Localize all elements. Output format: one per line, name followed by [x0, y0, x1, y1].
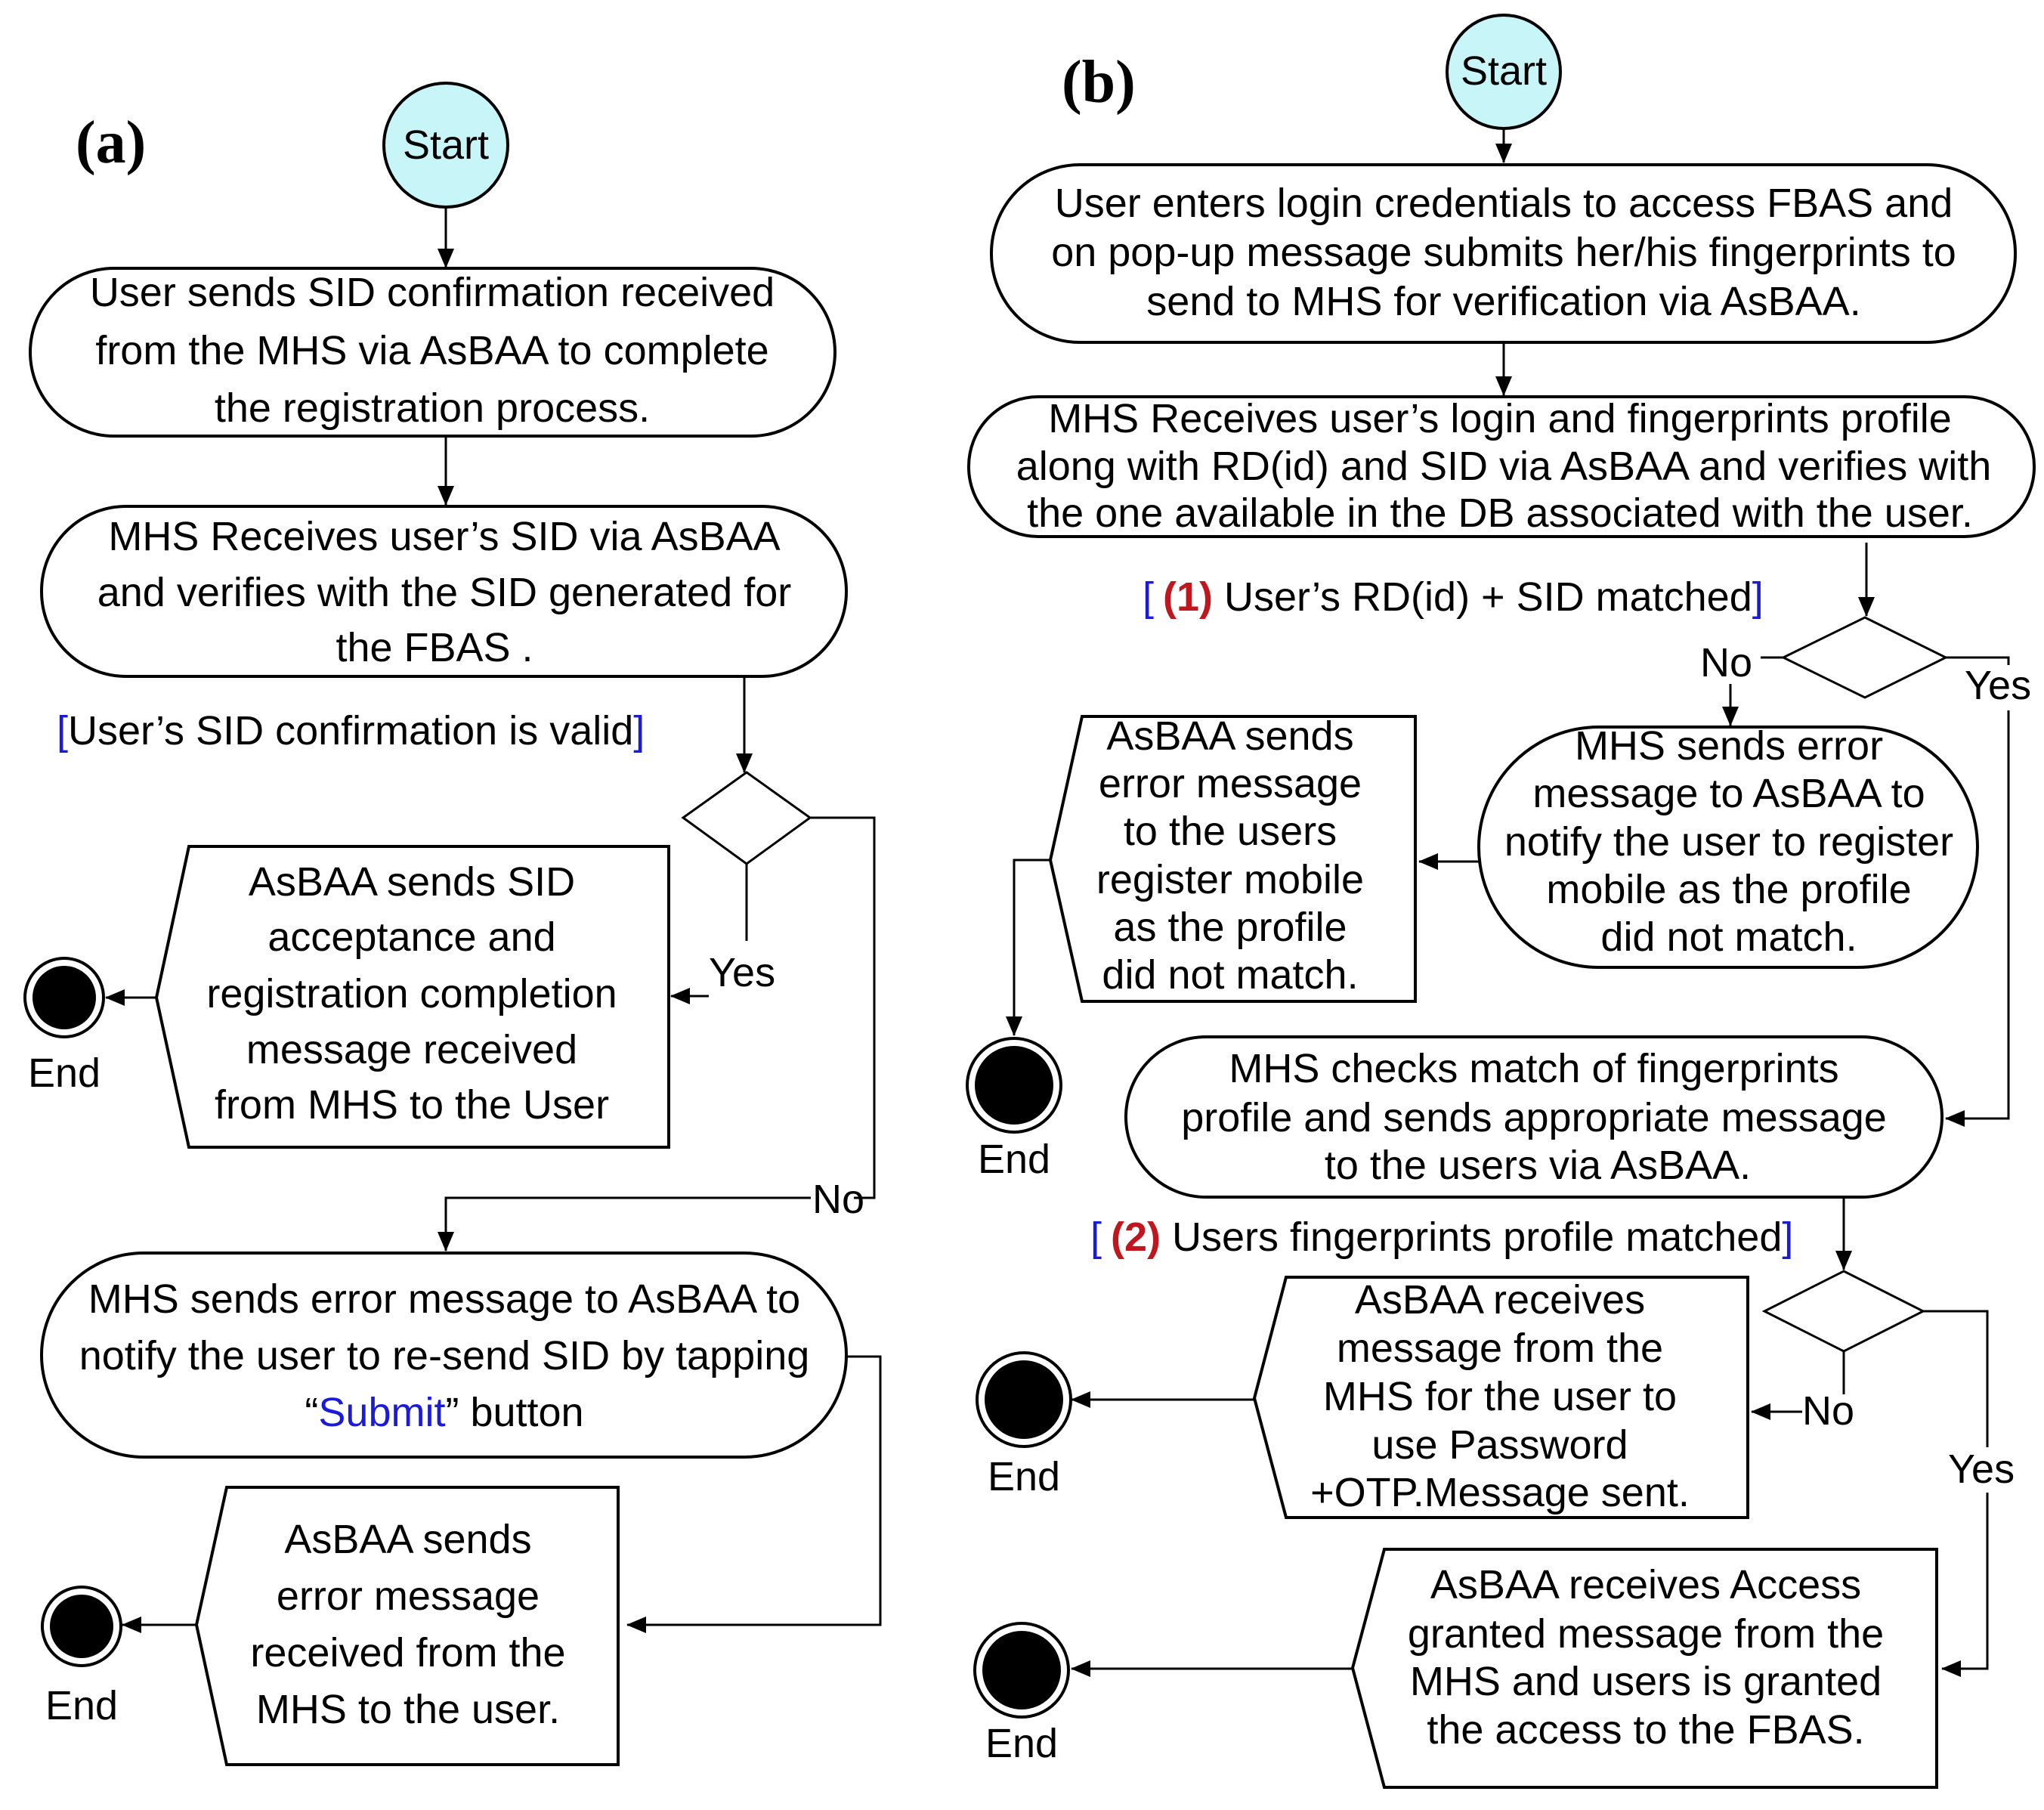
panel-b-no1-label: No [1700, 640, 1752, 685]
panel-b-end-node-1: End [966, 1037, 1062, 1182]
panel-b-guard2: [(2) Users fingerprints profile matched] [1090, 1214, 1793, 1260]
panel-b-error-line5: did not match. [1600, 914, 1857, 960]
panel-a-no-branch-line [810, 816, 876, 1199]
panel-b-granted-line1: AsBAA receives Access [1430, 1562, 1861, 1607]
panel-a-end1-label: End [28, 1050, 100, 1096]
panel-a-decision [681, 771, 812, 865]
panel-b-yes1-label: Yes [1965, 663, 2031, 708]
panel-a-end-node-2: End [41, 1586, 122, 1728]
panel-b-password-line2: message from the [1337, 1326, 1663, 1371]
panel-b-check-line1: MHS checks match of fingerprints [1229, 1046, 1838, 1091]
panel-b-granted-line3: MHS and users is granted [1410, 1659, 1882, 1704]
panel-a-start-label: Start [403, 122, 489, 168]
panel-b-password-line1: AsBAA receives [1355, 1277, 1645, 1323]
panel-b-start-label: Start [1461, 48, 1547, 94]
panel-b-yes1-bg [1957, 665, 2040, 710]
submit-link: Submit [318, 1390, 445, 1435]
panel-b-node2-line2: along with RD(id) and SID via AsBAA and … [1016, 444, 1992, 489]
panel-b-password-line4: use Password [1371, 1422, 1628, 1468]
panel-a-end-node-1: End [23, 957, 105, 1096]
panel-b-granted-line2: granted message from the [1408, 1611, 1884, 1657]
panel-b-node1-line3: send to MHS for verification via AsBAA. [1146, 279, 1860, 324]
panel-a-guard: [User’s SID confirmation is valid] [57, 708, 645, 753]
panel-b-yes2-bg [1946, 1447, 2029, 1493]
panel-b-node-error: MHS sends error message to AsBAA to noti… [1477, 723, 1979, 969]
panel-a-node1-line2: from the MHS via AsBAA to complete [95, 328, 768, 373]
panel-a-error-line2: notify the user to re-send SID by tappin… [79, 1333, 810, 1378]
panel-a-send-error-line3: received from the [250, 1630, 565, 1675]
panel-a-send-error-line2: error message [277, 1573, 540, 1619]
panel-b-yes2-label: Yes [1948, 1446, 2015, 1492]
panel-b-node2-line3: the one available in the DB associated w… [1027, 490, 1973, 536]
panel-a-send-error-line1: AsBAA sends [284, 1517, 531, 1562]
panel-b-error-line1: MHS sends error [1575, 723, 1883, 769]
panel-a-node2-line1: MHS Receives user’s SID via AsBAA [108, 514, 780, 559]
panel-b-node2-line1: MHS Receives user’s login and fingerprin… [1048, 396, 1952, 441]
panel-b-node-login: User enters login credentials to access … [990, 163, 2017, 344]
panel-b-password-line5: +OTP.Message sent. [1310, 1470, 1690, 1515]
panel-a-success-line3: registration completion [206, 971, 617, 1016]
panel-a-error-line1: MHS sends error message to AsBAA to [88, 1276, 800, 1322]
panel-a-success-line2: acceptance and [267, 914, 555, 960]
panel-b-decision-1 [1780, 616, 1949, 699]
panel-b-node1-line2: on pop-up message submits her/his finger… [1051, 230, 1956, 275]
panel-b-node1-line1: User enters login credentials to access … [1055, 181, 1953, 226]
panel-a-node-receive-sid: MHS Receives user’s SID via AsBAA and ve… [40, 505, 848, 678]
panel-b-end3-label: End [985, 1721, 1058, 1766]
panel-a-node-success: AsBAA sends SID acceptance and registrat… [154, 845, 670, 1149]
panel-a-node-error: MHS sends error message to AsBAA to noti… [40, 1252, 848, 1459]
panel-b-flow-yes1-to-check [1945, 656, 2010, 1127]
panel-b-end1-label: End [978, 1137, 1050, 1182]
panel-a-success-line5: from MHS to the User [215, 1082, 609, 1128]
panel-b-no2-label: No [1802, 1388, 1854, 1434]
panel-b-send-error-line2: error message [1099, 761, 1362, 806]
panel-a-flow-error-to-send [626, 1355, 882, 1633]
panel-a: (a) Start User sends SID confirmation re… [23, 82, 882, 1766]
panel-b-node-password: AsBAA receives message from the MHS for … [1252, 1276, 1749, 1519]
panel-b-error-line2: message to AsBAA to [1532, 771, 1925, 816]
panel-a-send-error-line4: MHS to the user. [256, 1687, 560, 1732]
panel-a-node2-line3: the FBAS . [336, 625, 533, 670]
panel-b-error-line3: notify the user to register [1504, 819, 1953, 865]
panel-b-label: (b) [1062, 49, 1136, 116]
panel-b-guard1: [(1) User’s RD(id) + SID matched] [1143, 574, 1764, 620]
panel-b-start-node: Start [1446, 14, 1562, 130]
panel-a-end2-label: End [45, 1683, 118, 1728]
panel-b-end-node-3: End [973, 1622, 1070, 1766]
panel-b-node-send-error: AsBAA sends error message to the users r… [1048, 713, 1417, 1003]
panel-b-check-line3: to the users via AsBAA. [1325, 1143, 1751, 1188]
panel-b-node-verify: MHS Receives user’s login and fingerprin… [967, 395, 2036, 538]
panel-a-node2-line2: and verifies with the SID generated for [97, 570, 792, 615]
panel-b-send-error-line5: as the profile [1113, 905, 1347, 950]
panel-b-error-line4: mobile as the profile [1546, 867, 1911, 912]
panel-a-error-line3: “Submit” button [305, 1390, 583, 1435]
panel-b-decision-2 [1761, 1270, 1926, 1353]
panel-a-success-line1: AsBAA sends SID [249, 859, 575, 905]
panel-b-flow-send-to-end1 [1006, 859, 1050, 1036]
panel-b-send-error-line4: register mobile [1096, 857, 1364, 902]
panel-a-node-send-sid: User sends SID confirmation received fro… [29, 267, 836, 438]
panel-b-node-check: MHS checks match of fingerprints profile… [1124, 1035, 1944, 1199]
panel-b-password-line3: MHS for the user to [1323, 1374, 1677, 1419]
panel-b-node-granted: AsBAA receives Access granted message fr… [1350, 1548, 1938, 1789]
panel-b-send-error-line6: did not match. [1102, 952, 1358, 998]
panel-b: (b) Start User enters login credentials … [966, 14, 2040, 1789]
panel-a-start-node: Start [382, 82, 509, 209]
panel-b-granted-line4: the access to the FBAS. [1427, 1707, 1864, 1753]
panel-b-end2-label: End [988, 1454, 1060, 1499]
panel-b-check-line2: profile and sends appropriate message [1181, 1095, 1887, 1140]
panel-a-yes-label: Yes [709, 950, 775, 995]
panel-a-success-line4: message received [246, 1027, 577, 1072]
panel-a-node1-line3: the registration process. [215, 385, 650, 431]
panel-a-label: (a) [76, 110, 146, 176]
panel-b-end-node-2: End [976, 1351, 1072, 1499]
panel-a-no-label: No [812, 1177, 864, 1222]
panel-b-send-error-line1: AsBAA sends [1106, 713, 1353, 759]
panel-a-flow-no-to-error [438, 1196, 811, 1252]
panel-a-node-send-error: AsBAA sends error message received from … [194, 1486, 620, 1766]
panel-b-send-error-line3: to the users [1124, 809, 1337, 854]
panel-a-node1-line1: User sends SID confirmation received [90, 270, 775, 315]
